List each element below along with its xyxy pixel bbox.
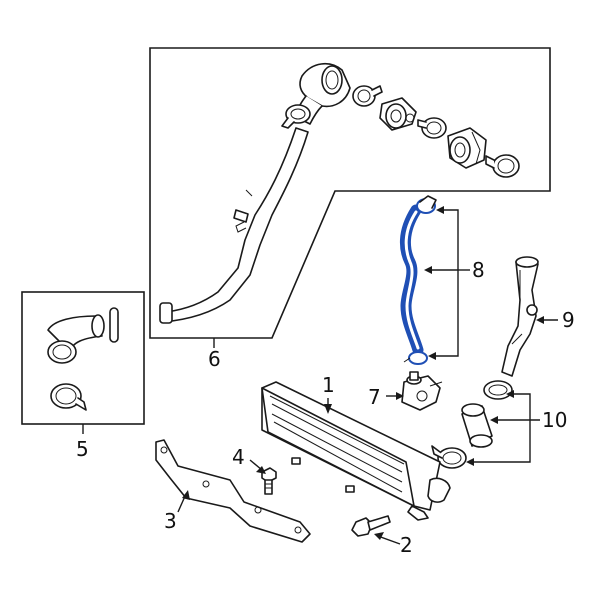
hose-clamp-upper-b [352,85,383,107]
callout-4: 4 [232,445,245,469]
hose-clamp-upper-c [417,117,447,139]
callout-2: 2 [400,533,413,557]
intercooler-inlet-pipe [501,256,539,377]
intercooler-inlet-hose-small [47,307,119,364]
bolt-item-4 [261,467,277,495]
callout-6: 6 [208,347,221,371]
callout-10: 10 [542,408,567,432]
hose-clamp-small [50,383,87,411]
hose-clamp-10-bottom [431,445,467,469]
mounting-bracket [155,439,311,543]
callout-7: 7 [368,385,381,409]
callout-5: 5 [76,437,89,461]
callout-1: 1 [322,373,335,397]
turbo-outlet-pipe [447,127,487,169]
bolt-item-2 [351,515,391,537]
callout-8: 8 [472,258,485,282]
coupler-upper [379,97,417,131]
elbow-pipe [296,63,351,125]
callout-3: 3 [164,509,177,533]
box-item-6 [149,47,551,339]
hose-clamp-upper-d [485,154,520,178]
leader-lines [82,206,558,545]
intercooler-core [261,381,451,521]
intercooler-hose-highlighted [400,195,437,365]
callout-9: 9 [562,308,575,332]
hose-clamp-upper-a [281,104,311,129]
coupler-hose-10 [461,403,493,448]
hose-clamp-10-top [483,380,513,400]
water-pump [401,371,443,411]
charge-pipe-upper [159,127,309,324]
